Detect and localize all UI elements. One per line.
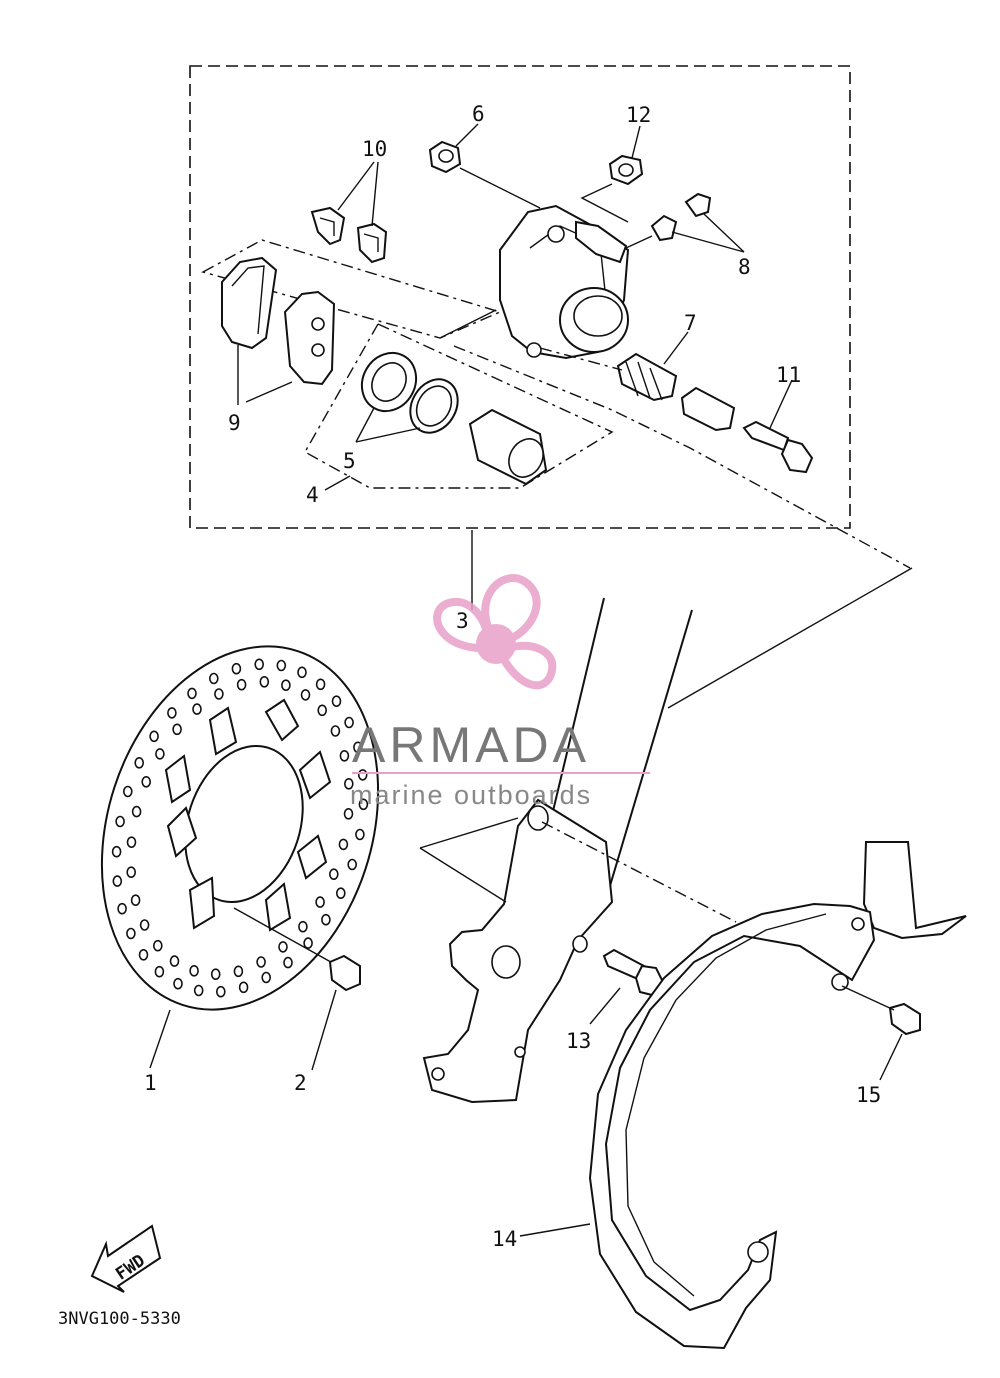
disc-vent-hole	[298, 920, 308, 933]
disc-vent-hole	[261, 971, 272, 984]
label-part-12: 12	[626, 103, 651, 127]
brake-pads	[201, 239, 503, 405]
disc-vent-hole	[187, 687, 197, 700]
disc-vent-hole	[216, 985, 226, 998]
disc-bolt	[311, 954, 361, 1071]
disc-vent-hole	[335, 887, 346, 900]
disc-vent-hole	[281, 679, 291, 692]
disc-vent-hole	[276, 659, 287, 672]
disc-vent-hole	[297, 666, 307, 679]
disc-vent-hole	[339, 749, 350, 762]
propeller-icon	[433, 574, 557, 690]
disc-vent-hole	[193, 984, 204, 997]
part-labels: 1 2 3 4 5 6 7 8 9 10 11 12 13 14 15 3NVG…	[58, 102, 881, 1329]
disc-vent-hole	[283, 956, 293, 969]
disc-vent-hole	[209, 672, 219, 685]
label-part-4: 4	[306, 483, 319, 507]
disc-vent-hole	[317, 704, 328, 717]
disc-vent-hole	[126, 836, 137, 849]
label-part-11: 11	[776, 363, 801, 387]
fork-leg	[419, 567, 913, 1104]
label-part-3: 3	[456, 609, 469, 633]
disc-vent-hole	[173, 977, 183, 990]
armada-watermark: ARMADA marine outboards	[350, 574, 650, 810]
disc-vent-hole	[256, 956, 266, 968]
watermark-brand: ARMADA	[352, 717, 590, 773]
disc-vent-hole	[343, 777, 354, 790]
disc-vent-hole	[328, 868, 339, 881]
disc-vent-hole	[117, 902, 127, 915]
disc-vent-hole	[330, 725, 341, 737]
disc-vent-hole	[130, 894, 141, 907]
disc-vent-hole	[355, 828, 365, 841]
disc-vent-hole	[236, 678, 247, 691]
disc-vent-hole	[259, 675, 270, 688]
disc-vent-hole	[169, 955, 180, 967]
disc-vent-hole	[154, 965, 165, 978]
label-part-7: 7	[684, 311, 697, 335]
disc-vent-hole	[131, 805, 142, 818]
disc-vent-hole	[278, 941, 288, 953]
label-part-1: 1	[144, 1071, 157, 1095]
disc-vent-hole	[141, 775, 151, 788]
disc-vent-hole	[126, 866, 136, 879]
label-part-15: 15	[856, 1083, 881, 1107]
brake-disc	[100, 645, 380, 1069]
guard-bolt-15	[841, 985, 921, 1081]
label-part-8: 8	[738, 255, 751, 279]
label-part-2: 2	[294, 1071, 307, 1095]
disc-vent-hole	[210, 968, 221, 981]
guard-bolt-13	[589, 948, 666, 1025]
label-part-14: 14	[492, 1227, 517, 1251]
disc-vent-hole	[172, 723, 182, 736]
disc-vent-hole	[138, 948, 149, 961]
disc-vent-hole	[238, 981, 249, 994]
disc-vent-hole	[254, 658, 265, 671]
disc-vent-hole	[189, 964, 199, 977]
label-part-10: 10	[362, 137, 387, 161]
disc-vent-hole	[331, 695, 342, 708]
caliper-small-parts	[428, 123, 911, 569]
disc-vent-hole	[192, 703, 202, 715]
disc-guard	[519, 841, 967, 1350]
disc-vent-hole	[149, 730, 159, 743]
disc-vent-hole	[343, 807, 354, 820]
label-part-9: 9	[228, 411, 241, 435]
seal-kit	[304, 323, 614, 491]
disc-vent-hole	[344, 716, 354, 729]
disc-vent-hole	[115, 815, 125, 828]
disc-vent-hole	[112, 875, 123, 887]
disc-vent-hole	[134, 756, 144, 769]
disc-vent-hole	[139, 919, 150, 931]
caliper-assembly-box	[189, 65, 851, 610]
disc-vent-hole	[167, 707, 177, 719]
disc-vent-hole	[123, 785, 133, 798]
disc-vent-hole	[231, 662, 242, 675]
disc-vent-hole	[321, 913, 331, 926]
label-part-6: 6	[472, 102, 485, 126]
disc-vent-hole	[353, 741, 363, 754]
forward-arrow-icon: FWD	[90, 1224, 162, 1293]
caliper-body	[499, 204, 630, 360]
disc-vent-hole	[214, 688, 224, 700]
disc-vent-hole	[153, 939, 163, 952]
disc-vent-hole	[358, 798, 369, 811]
label-part-5: 5	[343, 449, 356, 473]
disc-vent-hole	[315, 896, 325, 908]
label-part-13: 13	[566, 1029, 591, 1053]
disc-vent-hole	[315, 678, 326, 691]
disc-vent-hole	[347, 858, 358, 871]
diagram-code: 3NVG100-5330	[58, 1309, 181, 1329]
pad-clips	[310, 161, 388, 264]
disc-vent-hole	[233, 965, 244, 978]
disc-vent-hole	[155, 748, 165, 760]
disc-vent-hole	[303, 937, 313, 949]
disc-vent-hole	[111, 845, 122, 858]
disc-vent-hole	[126, 927, 136, 940]
disc-vent-hole	[300, 689, 311, 701]
watermark-tagline: marine outboards	[350, 780, 592, 810]
disc-vent-hole	[338, 838, 349, 851]
